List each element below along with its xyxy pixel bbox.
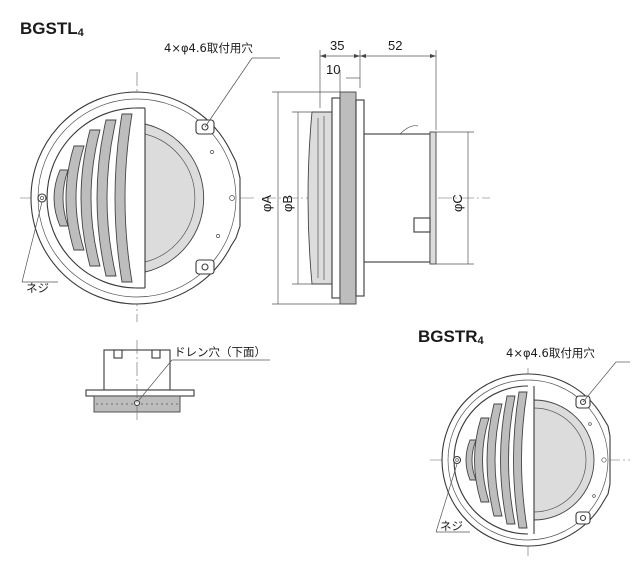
louver-slat bbox=[80, 129, 101, 267]
screw-label-left: ネジ bbox=[26, 281, 49, 295]
mount-hole bbox=[579, 514, 587, 522]
louver-slat bbox=[65, 145, 85, 251]
mount-hole bbox=[201, 263, 209, 271]
louver-slats bbox=[465, 391, 528, 529]
cap-dome-inner bbox=[144, 133, 196, 263]
mount-hole bbox=[579, 398, 587, 406]
dim-label-35: 35 bbox=[330, 38, 344, 53]
duct-detail bbox=[399, 125, 419, 135]
small-hole bbox=[592, 494, 596, 498]
side-view bbox=[262, 50, 490, 305]
louver-slat bbox=[500, 395, 516, 525]
cap-dome-inner bbox=[533, 407, 587, 513]
small-hole bbox=[210, 150, 214, 154]
screw bbox=[452, 455, 462, 465]
flange-inner-ring bbox=[447, 379, 609, 541]
flange-side-step bbox=[355, 99, 365, 297]
screw-head bbox=[455, 458, 459, 462]
arrow bbox=[354, 54, 360, 58]
title-bgstr: BGSTR4 bbox=[418, 327, 485, 347]
mount-hole-tab bbox=[195, 259, 215, 275]
screw bbox=[37, 193, 47, 203]
dim-label-phiC: φC bbox=[450, 194, 465, 212]
screw-leader bbox=[435, 463, 458, 533]
louver-slat bbox=[96, 119, 117, 277]
louver-slat bbox=[513, 391, 528, 529]
dim-label-52: 52 bbox=[388, 38, 402, 53]
flange-side bbox=[331, 97, 341, 299]
flange-side-body bbox=[339, 91, 357, 305]
bottom-clip bbox=[151, 349, 161, 359]
side-hole bbox=[229, 195, 235, 201]
mount-hole-leader bbox=[204, 57, 253, 128]
mount-hole-label-right: 4×φ4.6取付用穴 bbox=[506, 346, 595, 360]
small-hole bbox=[588, 422, 592, 426]
duct-clip bbox=[413, 217, 431, 233]
small-hole bbox=[216, 234, 220, 238]
cap-dome bbox=[533, 399, 595, 521]
dim-label-phiB: φB bbox=[280, 195, 295, 212]
louver-slats bbox=[53, 113, 133, 283]
cap-dome bbox=[144, 123, 205, 273]
mount-hole-tab bbox=[575, 511, 591, 525]
louver-slat bbox=[114, 113, 133, 283]
front-view-right bbox=[430, 361, 630, 556]
louver-slat bbox=[474, 417, 490, 503]
screw-head bbox=[40, 196, 44, 200]
flange-outline bbox=[30, 91, 241, 305]
duct-end bbox=[429, 131, 437, 265]
title-bgstl: BGSTL4 bbox=[20, 19, 85, 39]
dim-label-10: 10 bbox=[326, 62, 340, 77]
arrow bbox=[430, 54, 436, 58]
screw-leader bbox=[21, 201, 43, 283]
front-view-left bbox=[20, 57, 280, 322]
drain-hole-label: ドレン穴（下面） bbox=[174, 345, 266, 359]
hood-rim bbox=[46, 107, 138, 289]
screw-label-right: ネジ bbox=[440, 519, 463, 533]
mount-hole-leader bbox=[582, 361, 617, 403]
arrow bbox=[360, 54, 366, 58]
mount-hole-label-left: 4×φ4.6取付用穴 bbox=[164, 41, 253, 55]
drain-leader bbox=[138, 359, 173, 401]
bottom-flange bbox=[85, 389, 195, 397]
duct-body bbox=[363, 133, 431, 263]
arrow bbox=[320, 54, 326, 58]
louver-slat bbox=[486, 403, 503, 517]
bottom-view bbox=[85, 340, 270, 420]
mount-hole bbox=[201, 123, 209, 131]
bottom-clip bbox=[113, 349, 123, 359]
dim-label-phiA: φA bbox=[259, 195, 274, 212]
side-hole bbox=[601, 457, 607, 463]
